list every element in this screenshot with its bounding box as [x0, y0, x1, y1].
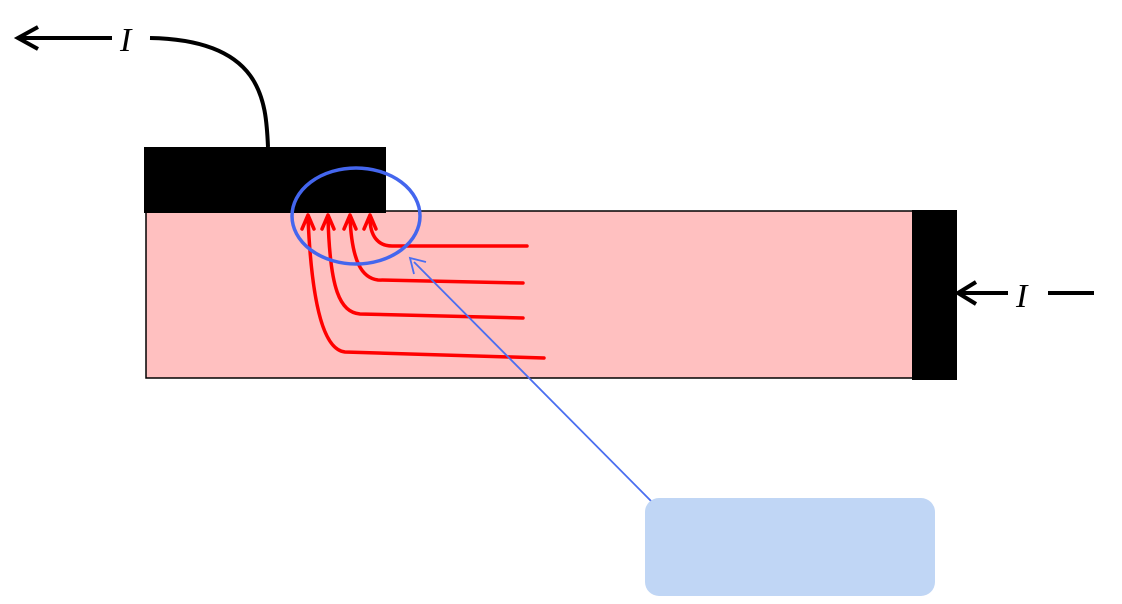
current-arrowhead-3	[320, 213, 336, 231]
current-line-1	[368, 216, 529, 248]
current-arrowhead-4	[300, 213, 316, 231]
current-arrowhead-1	[362, 213, 378, 231]
current-line-3	[326, 216, 525, 320]
current-flow-arrowheads	[300, 213, 378, 231]
right-contact	[912, 210, 957, 380]
current-out-label: I	[119, 22, 133, 59]
current-line-2	[348, 216, 525, 285]
callout-box	[645, 498, 935, 596]
callout-pointer-line	[413, 261, 653, 503]
top-contact	[144, 147, 386, 213]
callout-pointer-arrowhead	[408, 256, 427, 275]
current-in-label: I	[1015, 278, 1029, 315]
semiconductor-bar	[145, 210, 957, 379]
current-in-arrowhead	[954, 280, 978, 306]
current-arrowhead-2	[342, 213, 358, 231]
crowding-region-circle	[290, 166, 422, 266]
current-out-arrowhead	[13, 25, 39, 51]
top-lead-wire	[149, 36, 270, 148]
